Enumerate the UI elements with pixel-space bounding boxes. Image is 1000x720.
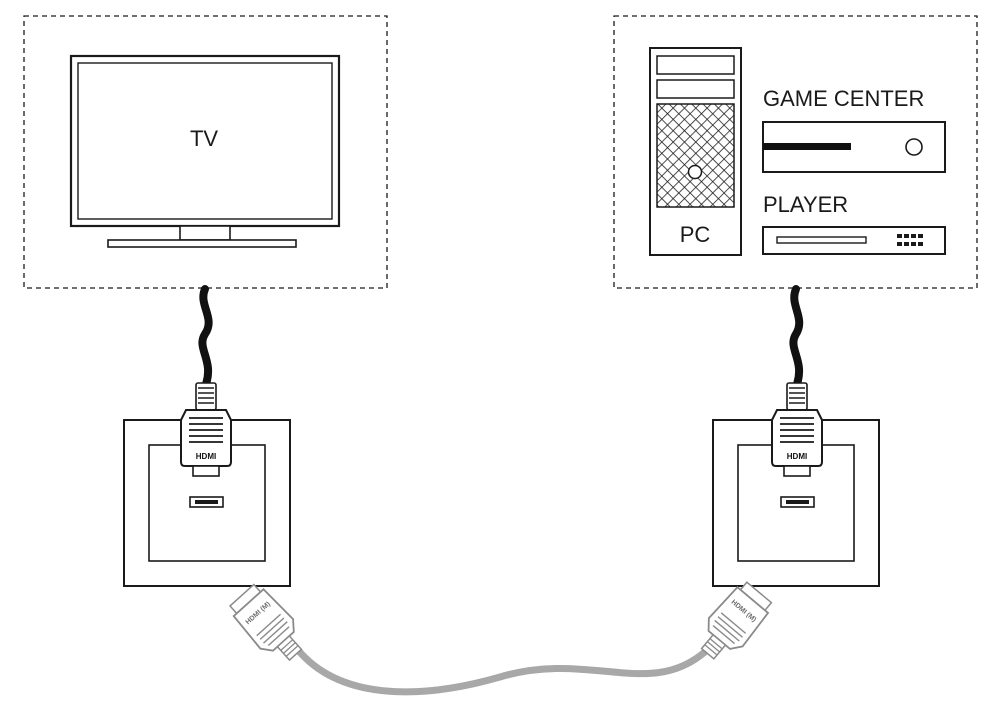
left-hdmi-socket (189, 496, 224, 508)
right-hdmi-plug: HDMI (771, 382, 823, 477)
pc-tower-icon (649, 47, 742, 256)
tv-label: TV (190, 126, 218, 151)
left-hdmi-plug: HDMI (180, 382, 232, 477)
player-label: PLAYER (763, 192, 848, 217)
right-hdmi-socket (780, 496, 815, 508)
pc-label: PC (680, 222, 711, 247)
game-console-icon (762, 121, 946, 173)
source-hdmi-cable (789, 285, 804, 388)
tv-icon (69, 54, 341, 248)
right-wall-outlet (712, 419, 880, 587)
tv-dashed-frame (23, 15, 388, 289)
source-devices-group: PC GAME CENTER PLAYER (613, 15, 978, 289)
outlet-link-cable (294, 646, 710, 696)
right-micro-hdmi-plug: HDMI (M) (700, 581, 773, 660)
tv-hdmi-cable (198, 285, 213, 388)
left-micro-hdmi-plug: HDMI (M) (228, 583, 303, 662)
game-center-label: GAME CENTER (763, 86, 924, 111)
sources-dashed-frame (613, 15, 978, 289)
media-player-icon (762, 226, 946, 255)
tv-device-group: TV (23, 15, 388, 289)
left-hdmi-plug-label: HDMI (196, 452, 216, 461)
right-hdmi-plug-label: HDMI (787, 452, 807, 461)
